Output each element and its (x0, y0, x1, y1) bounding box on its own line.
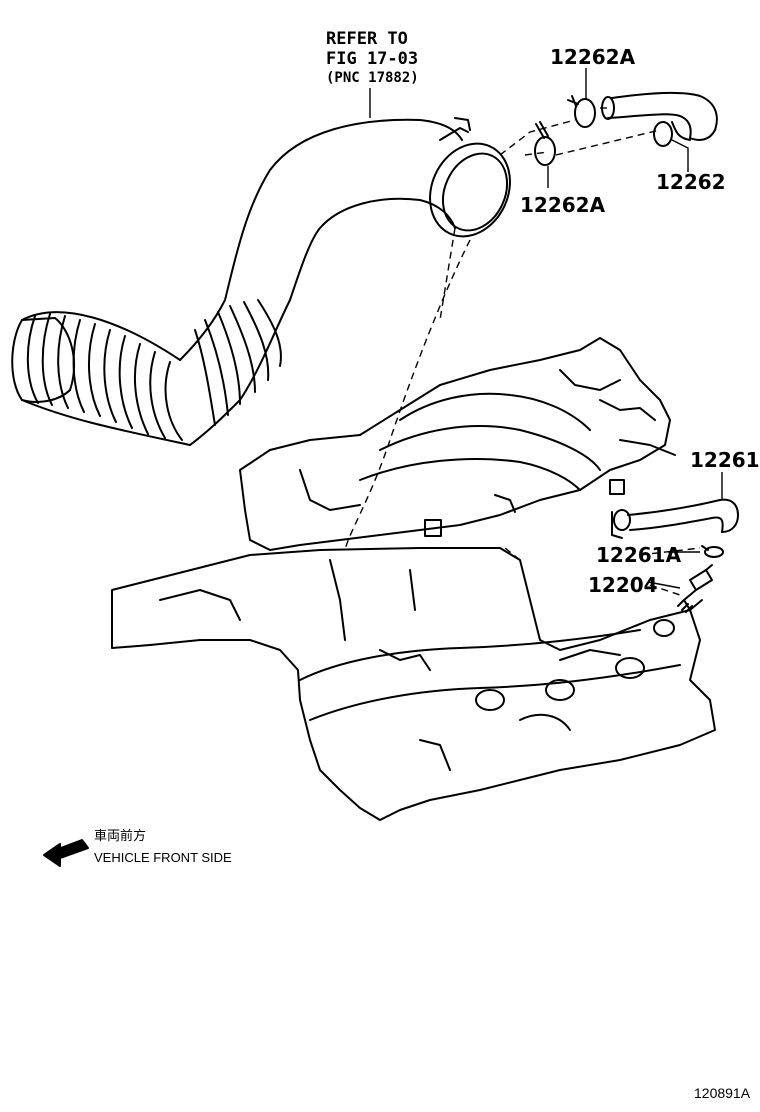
dashed-leaders (344, 107, 701, 596)
part-label-12261: 12261 (690, 448, 760, 472)
refer-line-2: FIG 17-03 (326, 49, 418, 69)
legend-en: VEHICLE FRONT SIDE (94, 850, 232, 865)
intake-manifold (239, 337, 676, 551)
part-label-12262A-top: 12262A (550, 45, 636, 69)
air-intake-hose (11, 117, 511, 446)
figure-id: 120891A (694, 1085, 751, 1101)
part-label-12262A-mid: 12262A (520, 193, 606, 217)
vehicle-front-legend: 車両前方 VEHICLE FRONT SIDE (94, 828, 232, 865)
clamp-12262A-top (567, 95, 596, 128)
vehicle-front-arrow (43, 839, 89, 867)
refer-note: REFER TO FIG 17-03 (PNC 17882) (326, 29, 419, 86)
cylinder-head (111, 547, 716, 821)
refer-line-1: REFER TO (326, 29, 408, 49)
leader-lines (369, 68, 723, 589)
refer-line-3: (PNC 17882) (326, 70, 419, 86)
part-label-12261A: 12261A (596, 543, 682, 567)
part-label-12204: 12204 (588, 573, 658, 597)
clamp-12262A-mid (534, 121, 556, 166)
pcv-hose-12261 (611, 498, 739, 539)
hose-12262 (601, 91, 718, 147)
part-label-12262: 12262 (656, 170, 726, 194)
legend-jp: 車両前方 (94, 828, 146, 844)
spark-plug-12204 (677, 564, 713, 613)
clip-12261A (701, 545, 724, 558)
